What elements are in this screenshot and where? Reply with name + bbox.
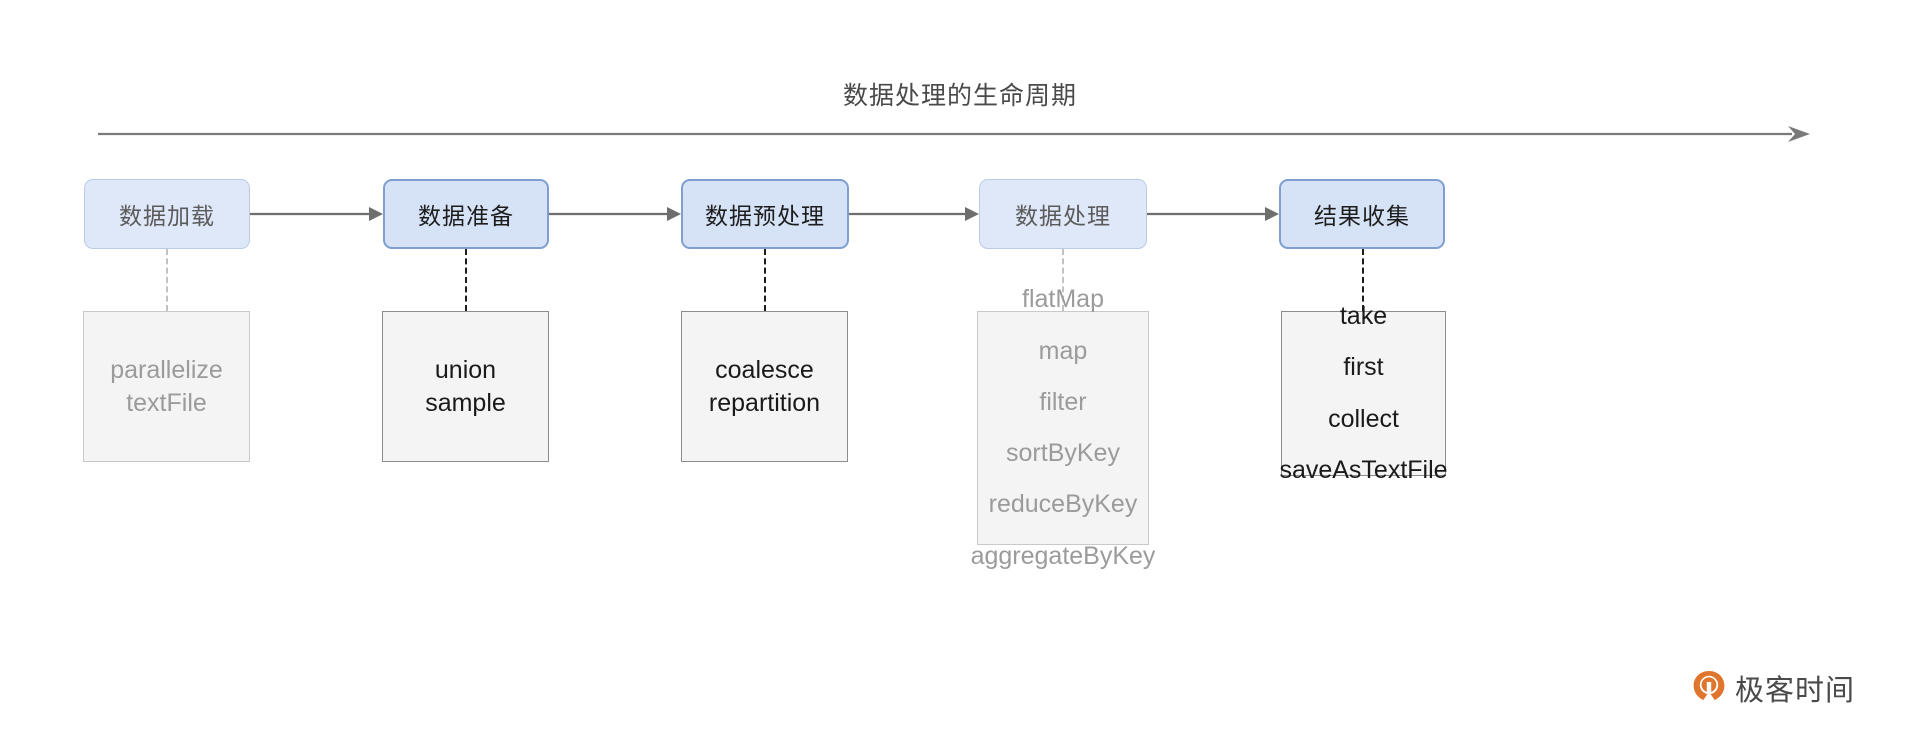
operator-item: reduceByKey — [988, 490, 1138, 519]
operator-item: repartition — [708, 388, 821, 417]
stage-label-4: 数据处理 — [1015, 203, 1111, 229]
geektime-logo: 极客时间 — [1692, 667, 1855, 709]
dash-stage-3 — [764, 249, 766, 311]
arrow-preprocess-to-process — [849, 204, 979, 224]
operator-item: union — [434, 355, 497, 384]
operator-item: textFile — [126, 388, 207, 417]
operator-item: first — [1343, 353, 1384, 382]
operator-item: coalesce — [715, 355, 814, 384]
stage-box-1[interactable]: 数据加载 — [84, 179, 250, 249]
operator-box-5[interactable]: take first collect saveAsTextFile — [1279, 302, 1447, 484]
operator-box-1[interactable]: parallelize textFile — [83, 311, 250, 462]
dash-stage-4 — [1062, 249, 1064, 311]
arrow-process-to-collect — [1147, 204, 1279, 224]
dash-stage-5 — [1362, 249, 1364, 311]
operator-item: flatMap — [1022, 285, 1104, 314]
operator-box-3[interactable]: coalesce repartition — [681, 311, 848, 462]
operator-item: saveAsTextFile — [1279, 455, 1448, 484]
operator-box-4[interactable]: flatMap map filter sortByKey reduceByKey aggr… — [971, 285, 1156, 569]
stage-box-2[interactable]: 数据准备 — [383, 179, 549, 249]
arrow-prepare-to-preprocess — [549, 204, 681, 224]
stage-label-2: 数据准备 — [418, 203, 514, 229]
operator-item: aggregateByKey — [970, 541, 1156, 570]
geektime-logo-mark — [1692, 669, 1726, 708]
operator-box-2[interactable]: union sample — [382, 311, 549, 462]
operator-item: take — [1339, 302, 1388, 330]
timeline-arrow — [98, 122, 1810, 146]
operator-item: parallelize — [110, 355, 223, 384]
operator-item: map — [1038, 336, 1088, 365]
stage-label-5: 结果收集 — [1314, 203, 1410, 229]
operator-item: sample — [425, 388, 506, 417]
stage-label-3: 数据预处理 — [705, 203, 825, 229]
operator-item: collect — [1328, 404, 1399, 433]
geektime-logo-text: 极客时间 — [1735, 675, 1856, 707]
stage-box-5[interactable]: 结果收集 — [1279, 179, 1445, 249]
diagram-title: 数据处理的生命周期 — [842, 82, 1077, 110]
dash-stage-1 — [166, 249, 168, 311]
stage-box-4[interactable]: 数据处理 — [979, 179, 1147, 249]
operator-item: sortByKey — [1006, 439, 1120, 467]
dash-stage-2 — [465, 249, 467, 311]
stage-box-3[interactable]: 数据预处理 — [681, 179, 849, 249]
arrow-load-to-prepare — [250, 204, 383, 224]
operator-item: filter — [1039, 387, 1087, 416]
stage-label-1: 数据加载 — [119, 203, 215, 229]
